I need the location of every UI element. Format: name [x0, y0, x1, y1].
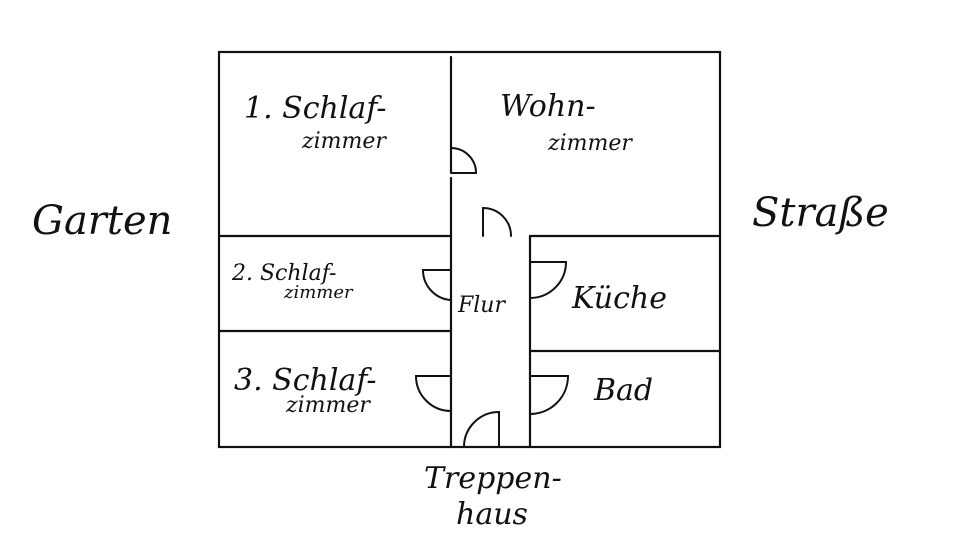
label-bedroom3-line2: zimmer — [285, 393, 371, 418]
door-entrance — [463, 410, 500, 448]
label-bedroom3-line1: 3. Schlaf- — [234, 363, 377, 398]
door-bedroom2 — [421, 269, 452, 301]
label-street: Straße — [752, 190, 889, 236]
door-living — [482, 206, 512, 237]
label-kitchen: Küche — [571, 281, 667, 316]
label-stairwell-line2: haus — [456, 497, 528, 532]
label-garden: Garten — [32, 198, 172, 244]
label-living-line1: Wohn- — [500, 89, 596, 124]
outer-wall — [217, 50, 722, 449]
door-bath — [529, 375, 570, 415]
label-hallway: Flur — [457, 293, 506, 318]
label-bedroom2-line1: 2. Schlaf- — [231, 261, 337, 286]
label-bath: Bad — [593, 373, 653, 408]
label-living-line2: zimmer — [547, 131, 633, 156]
label-bedroom1-line1: 1. Schlaf- — [244, 91, 387, 126]
label-stairwell-line1: Treppen- — [424, 461, 562, 496]
label-bedroom2-line2: zimmer — [283, 282, 354, 303]
label-bedroom1-line2: zimmer — [301, 129, 387, 154]
door-kitchen — [529, 261, 568, 299]
door-bedroom1 — [450, 147, 478, 174]
door-bedroom3 — [414, 375, 452, 412]
